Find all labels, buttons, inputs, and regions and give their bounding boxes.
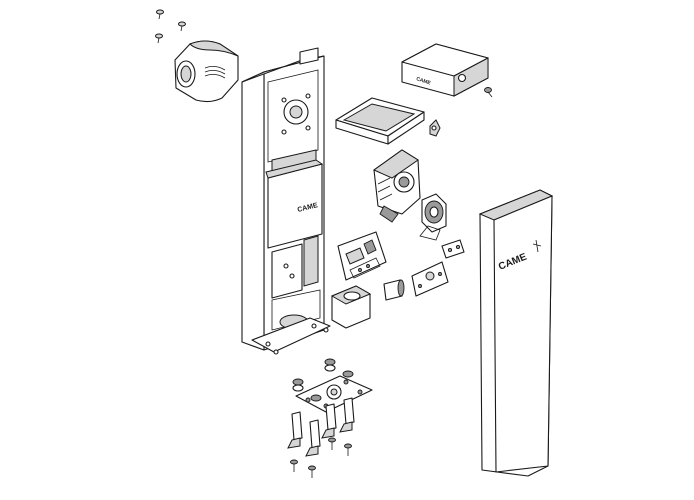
nut — [310, 394, 322, 402]
control-box-brand-label: CAME — [297, 202, 319, 214]
screw — [178, 21, 186, 32]
screw — [290, 459, 298, 472]
top-screws — [155, 9, 186, 44]
screw — [308, 465, 316, 478]
control-lid: CAME — [401, 43, 489, 97]
anchor-bolt — [339, 397, 355, 433]
lid-screw — [484, 87, 493, 98]
anchor-bolt — [305, 419, 321, 457]
screw — [328, 437, 336, 450]
motor — [419, 193, 447, 241]
top-cap — [174, 40, 239, 103]
gasket-frame — [335, 97, 425, 145]
transformer — [330, 285, 372, 329]
anchor-bolt — [321, 403, 337, 439]
nut — [324, 358, 336, 372]
screw — [156, 9, 164, 20]
anchor-bolts — [287, 397, 355, 457]
main-post: CAME — [241, 47, 331, 355]
anchor-bolt — [287, 411, 303, 449]
screw — [155, 33, 163, 44]
anchor-plate — [295, 375, 373, 413]
limit-bracket — [441, 239, 465, 259]
anchor-nuts — [292, 358, 354, 402]
encoder-bracket — [411, 261, 449, 297]
capacitor — [383, 279, 405, 301]
screw — [344, 443, 352, 456]
control-board — [337, 231, 387, 281]
nut — [292, 378, 304, 392]
front-cover: CAME — [478, 189, 554, 477]
lid-brand-label: CAME — [415, 76, 431, 86]
spring-clip — [429, 119, 441, 137]
anchor-screws — [290, 437, 352, 478]
gearmotor — [372, 149, 421, 223]
nut — [342, 370, 354, 378]
